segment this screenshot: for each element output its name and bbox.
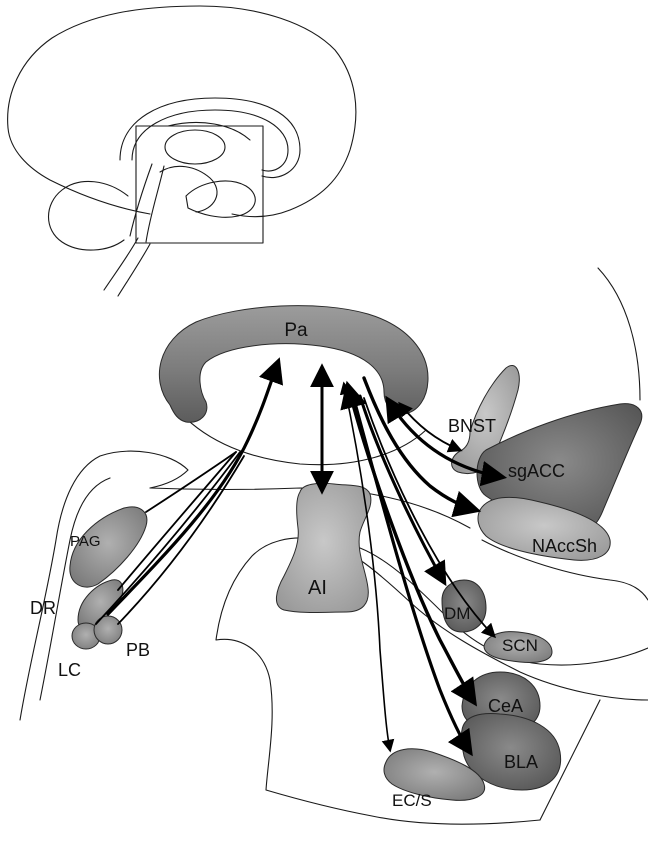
arrow-pa-bla — [350, 390, 473, 757]
label-lc: LC — [58, 660, 81, 680]
arrow-pa-bnst — [398, 401, 463, 453]
cerebellum-outline — [48, 180, 129, 251]
cortex-outline — [7, 5, 357, 218]
region-scn — [483, 631, 553, 663]
label-dr: DR — [30, 598, 56, 618]
fornix-outline — [167, 121, 251, 141]
label-pb: PB — [126, 640, 150, 660]
arrow-lc-fiber — [95, 451, 241, 625]
label-ecs: EC/S — [392, 791, 432, 810]
right-frontal-contour — [597, 267, 641, 401]
region-pb — [93, 615, 123, 645]
label-pa: Pa — [284, 320, 308, 341]
corpus-callosum-outer — [119, 97, 301, 178]
label-bla: BLA — [504, 752, 538, 772]
thalamic-arc — [175, 407, 427, 466]
label-pag: PAG — [70, 533, 101, 550]
arrow-pag-to-pa — [106, 357, 284, 616]
thalamus-outline — [164, 129, 226, 165]
region-naccsh — [477, 496, 611, 561]
label-scn: SCN — [502, 636, 538, 655]
arrow-pag-fiber — [145, 451, 237, 513]
arrow-dr-fiber — [117, 451, 237, 591]
hypothalamus-outline — [159, 165, 218, 213]
brainstem-inner-line — [39, 477, 111, 701]
label-cea: CeA — [488, 696, 523, 716]
brainstem-left-outline — [19, 450, 189, 721]
label-ai: AI — [308, 577, 327, 599]
label-dm: DM — [444, 604, 470, 623]
zoom-box — [135, 125, 264, 244]
region-ecs — [383, 748, 486, 801]
label-sgacc: sgACC — [508, 461, 565, 481]
sagittal-brain-inset — [7, 5, 357, 297]
lower-right-contour — [539, 699, 601, 821]
spinal-cord-outline — [103, 237, 151, 297]
region-labels: Pa BNST sgACC NAccSh PAG DR LC PB AI DM … — [30, 320, 597, 810]
brainstem-outline — [129, 163, 165, 243]
label-bnst: BNST — [448, 416, 496, 436]
corpus-callosum-inner — [131, 109, 289, 172]
brain-regions — [69, 305, 643, 801]
arrow-pa-dm — [358, 394, 447, 587]
arrow-pa-scn — [363, 397, 496, 639]
label-naccsh: NAccSh — [532, 536, 597, 556]
orbital-contour — [481, 539, 648, 601]
region-pag — [69, 506, 148, 588]
connection-arrows — [95, 357, 508, 757]
temporal-lobe-outline — [185, 180, 256, 218]
arrow-pb-fiber — [117, 455, 245, 625]
